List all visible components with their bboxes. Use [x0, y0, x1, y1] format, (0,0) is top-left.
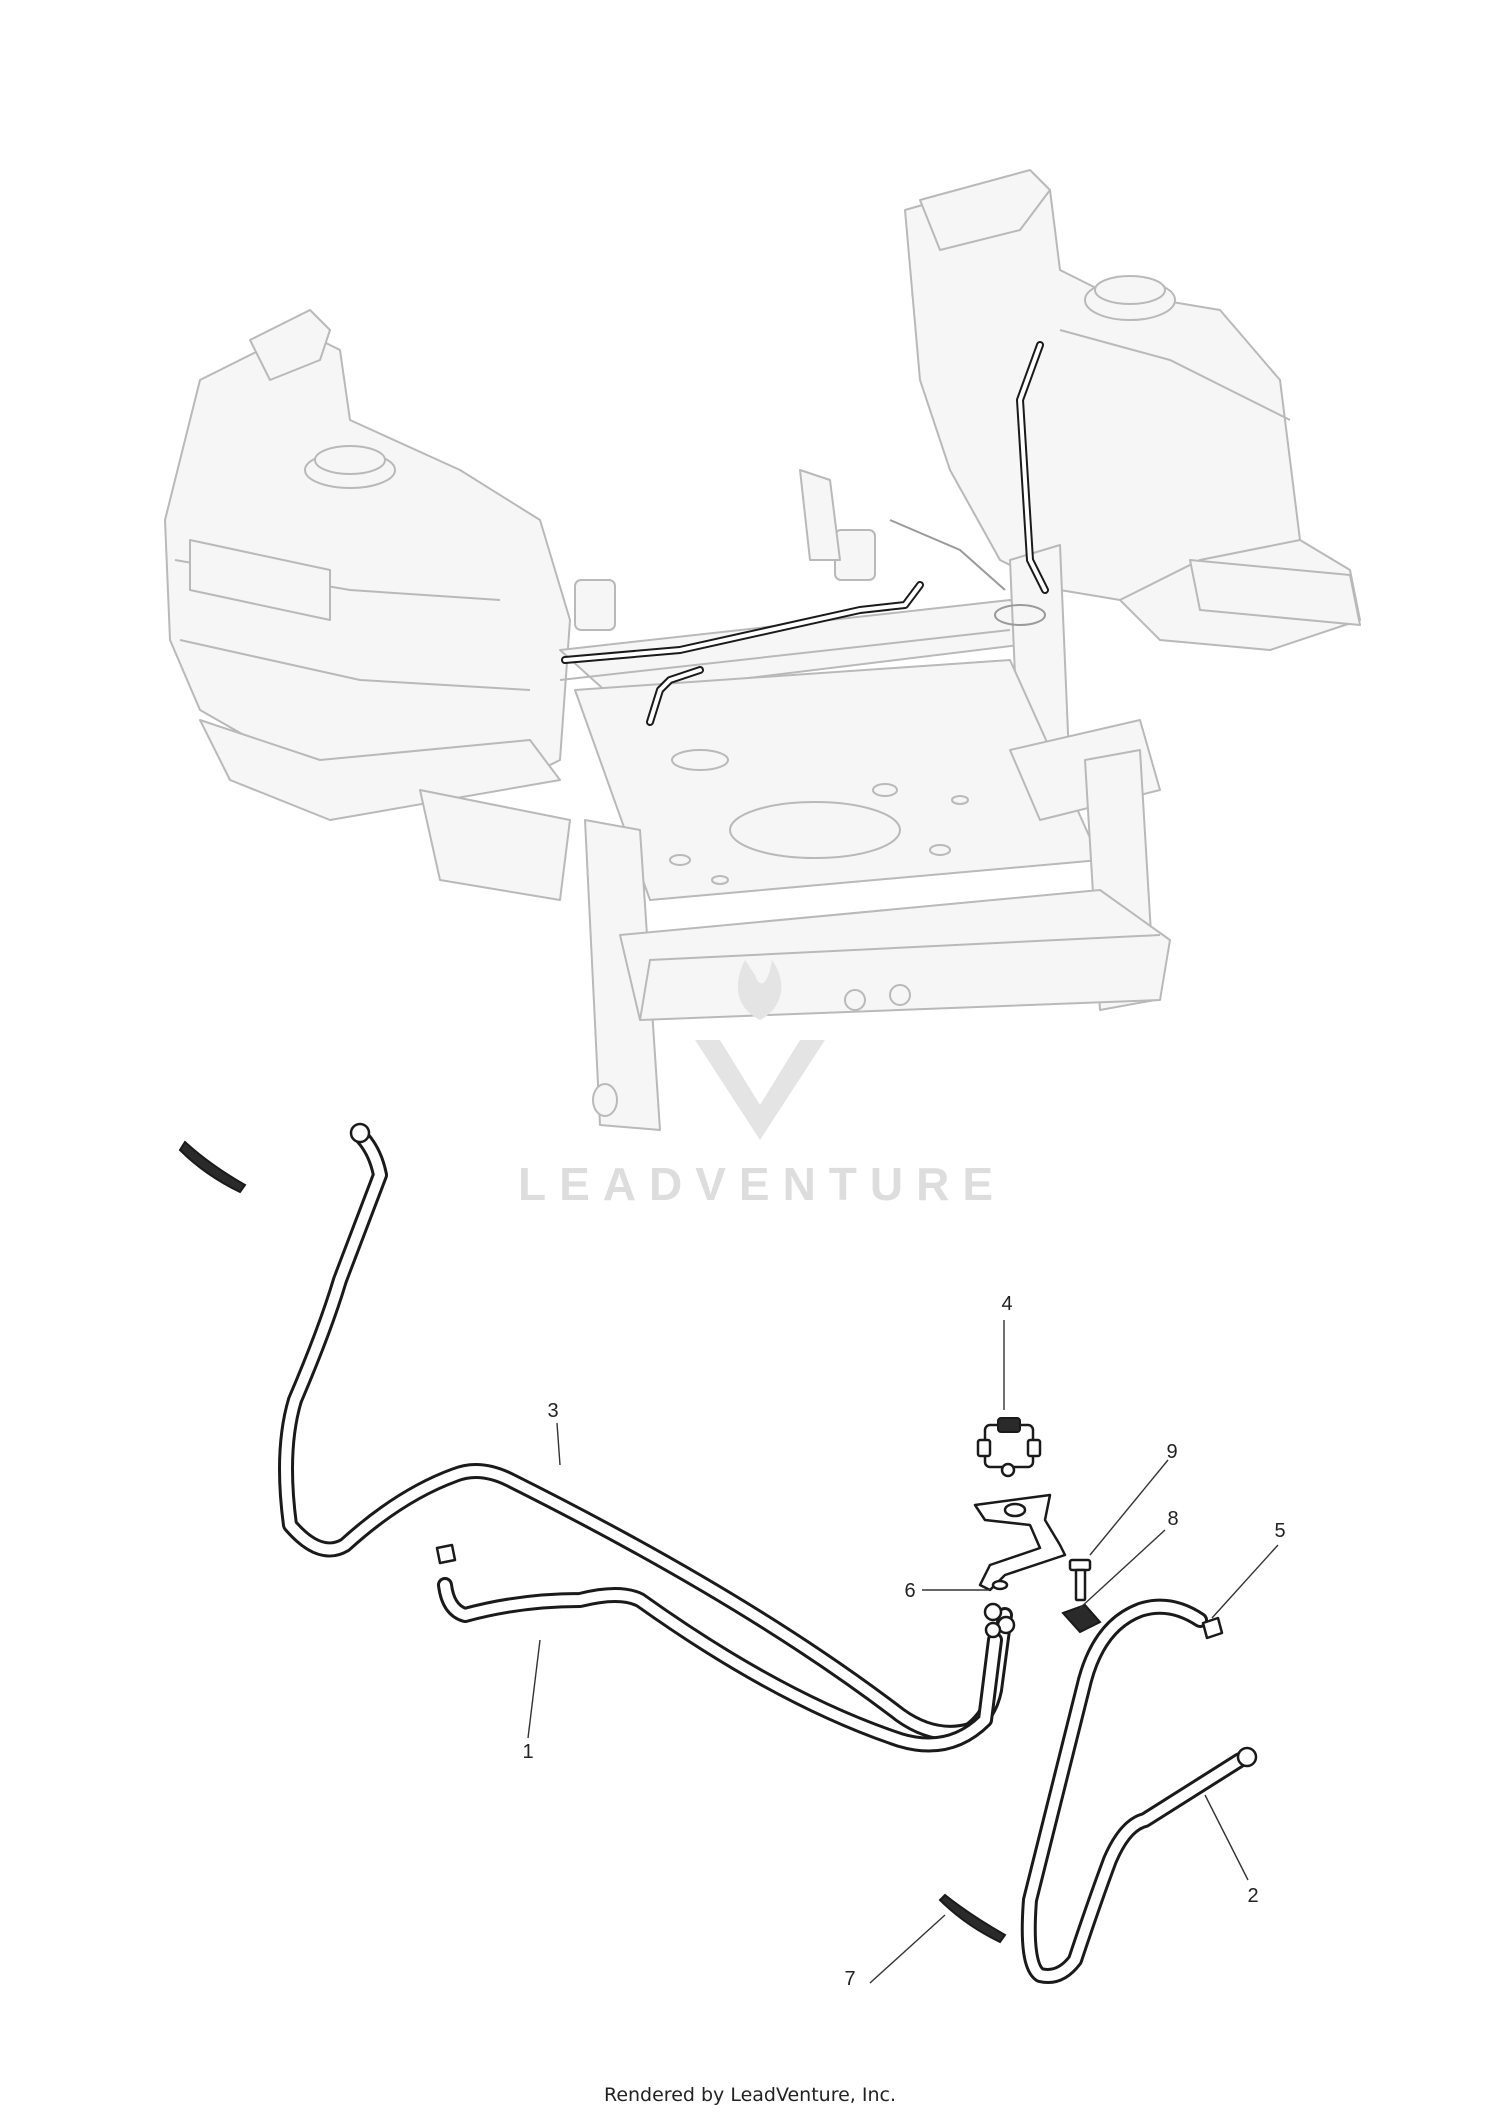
watermark-text: LEADVENTURE	[518, 1158, 1006, 1210]
exploded-parts	[178, 1122, 1258, 1984]
chassis-fuel-lines	[561, 341, 1049, 726]
clip-part-8	[1061, 1603, 1102, 1634]
callout-9: 9	[1166, 1441, 1177, 1463]
right-fuel-tank	[904, 169, 1361, 651]
callout-6: 6	[904, 1580, 915, 1602]
hose-part-1	[435, 1543, 1003, 1753]
callout-2: 2	[1247, 1885, 1258, 1907]
left-fuel-tank	[164, 309, 571, 821]
hose-part-3	[278, 1122, 1013, 1741]
hose-part-2	[1020, 1598, 1258, 1984]
leadventure-watermark: LEADVENTURE	[518, 960, 1006, 1210]
clamp-part-5	[1201, 1616, 1224, 1640]
hose-clip-part-7	[178, 1140, 1007, 1944]
hose-fittings	[983, 1602, 1016, 1639]
leader-lines	[527, 1320, 1279, 1984]
footer-credit: Rendered by LeadVenture, Inc.	[603, 2084, 897, 2106]
callout-labels: 1 2 3 4 5 6 7 8 9	[522, 1293, 1285, 1990]
screw-part-9	[1068, 1558, 1092, 1602]
callout-8: 8	[1167, 1508, 1178, 1530]
callout-3: 3	[547, 1400, 558, 1422]
callout-5: 5	[1274, 1520, 1285, 1542]
callout-4: 4	[1001, 1293, 1012, 1315]
bracket-part-6	[973, 1493, 1067, 1592]
callout-7: 7	[844, 1968, 855, 1990]
chassis-assembly	[164, 169, 1361, 1131]
valve-part-4	[976, 1417, 1042, 1478]
deck-plate	[574, 659, 1101, 901]
callout-1: 1	[522, 1741, 533, 1763]
